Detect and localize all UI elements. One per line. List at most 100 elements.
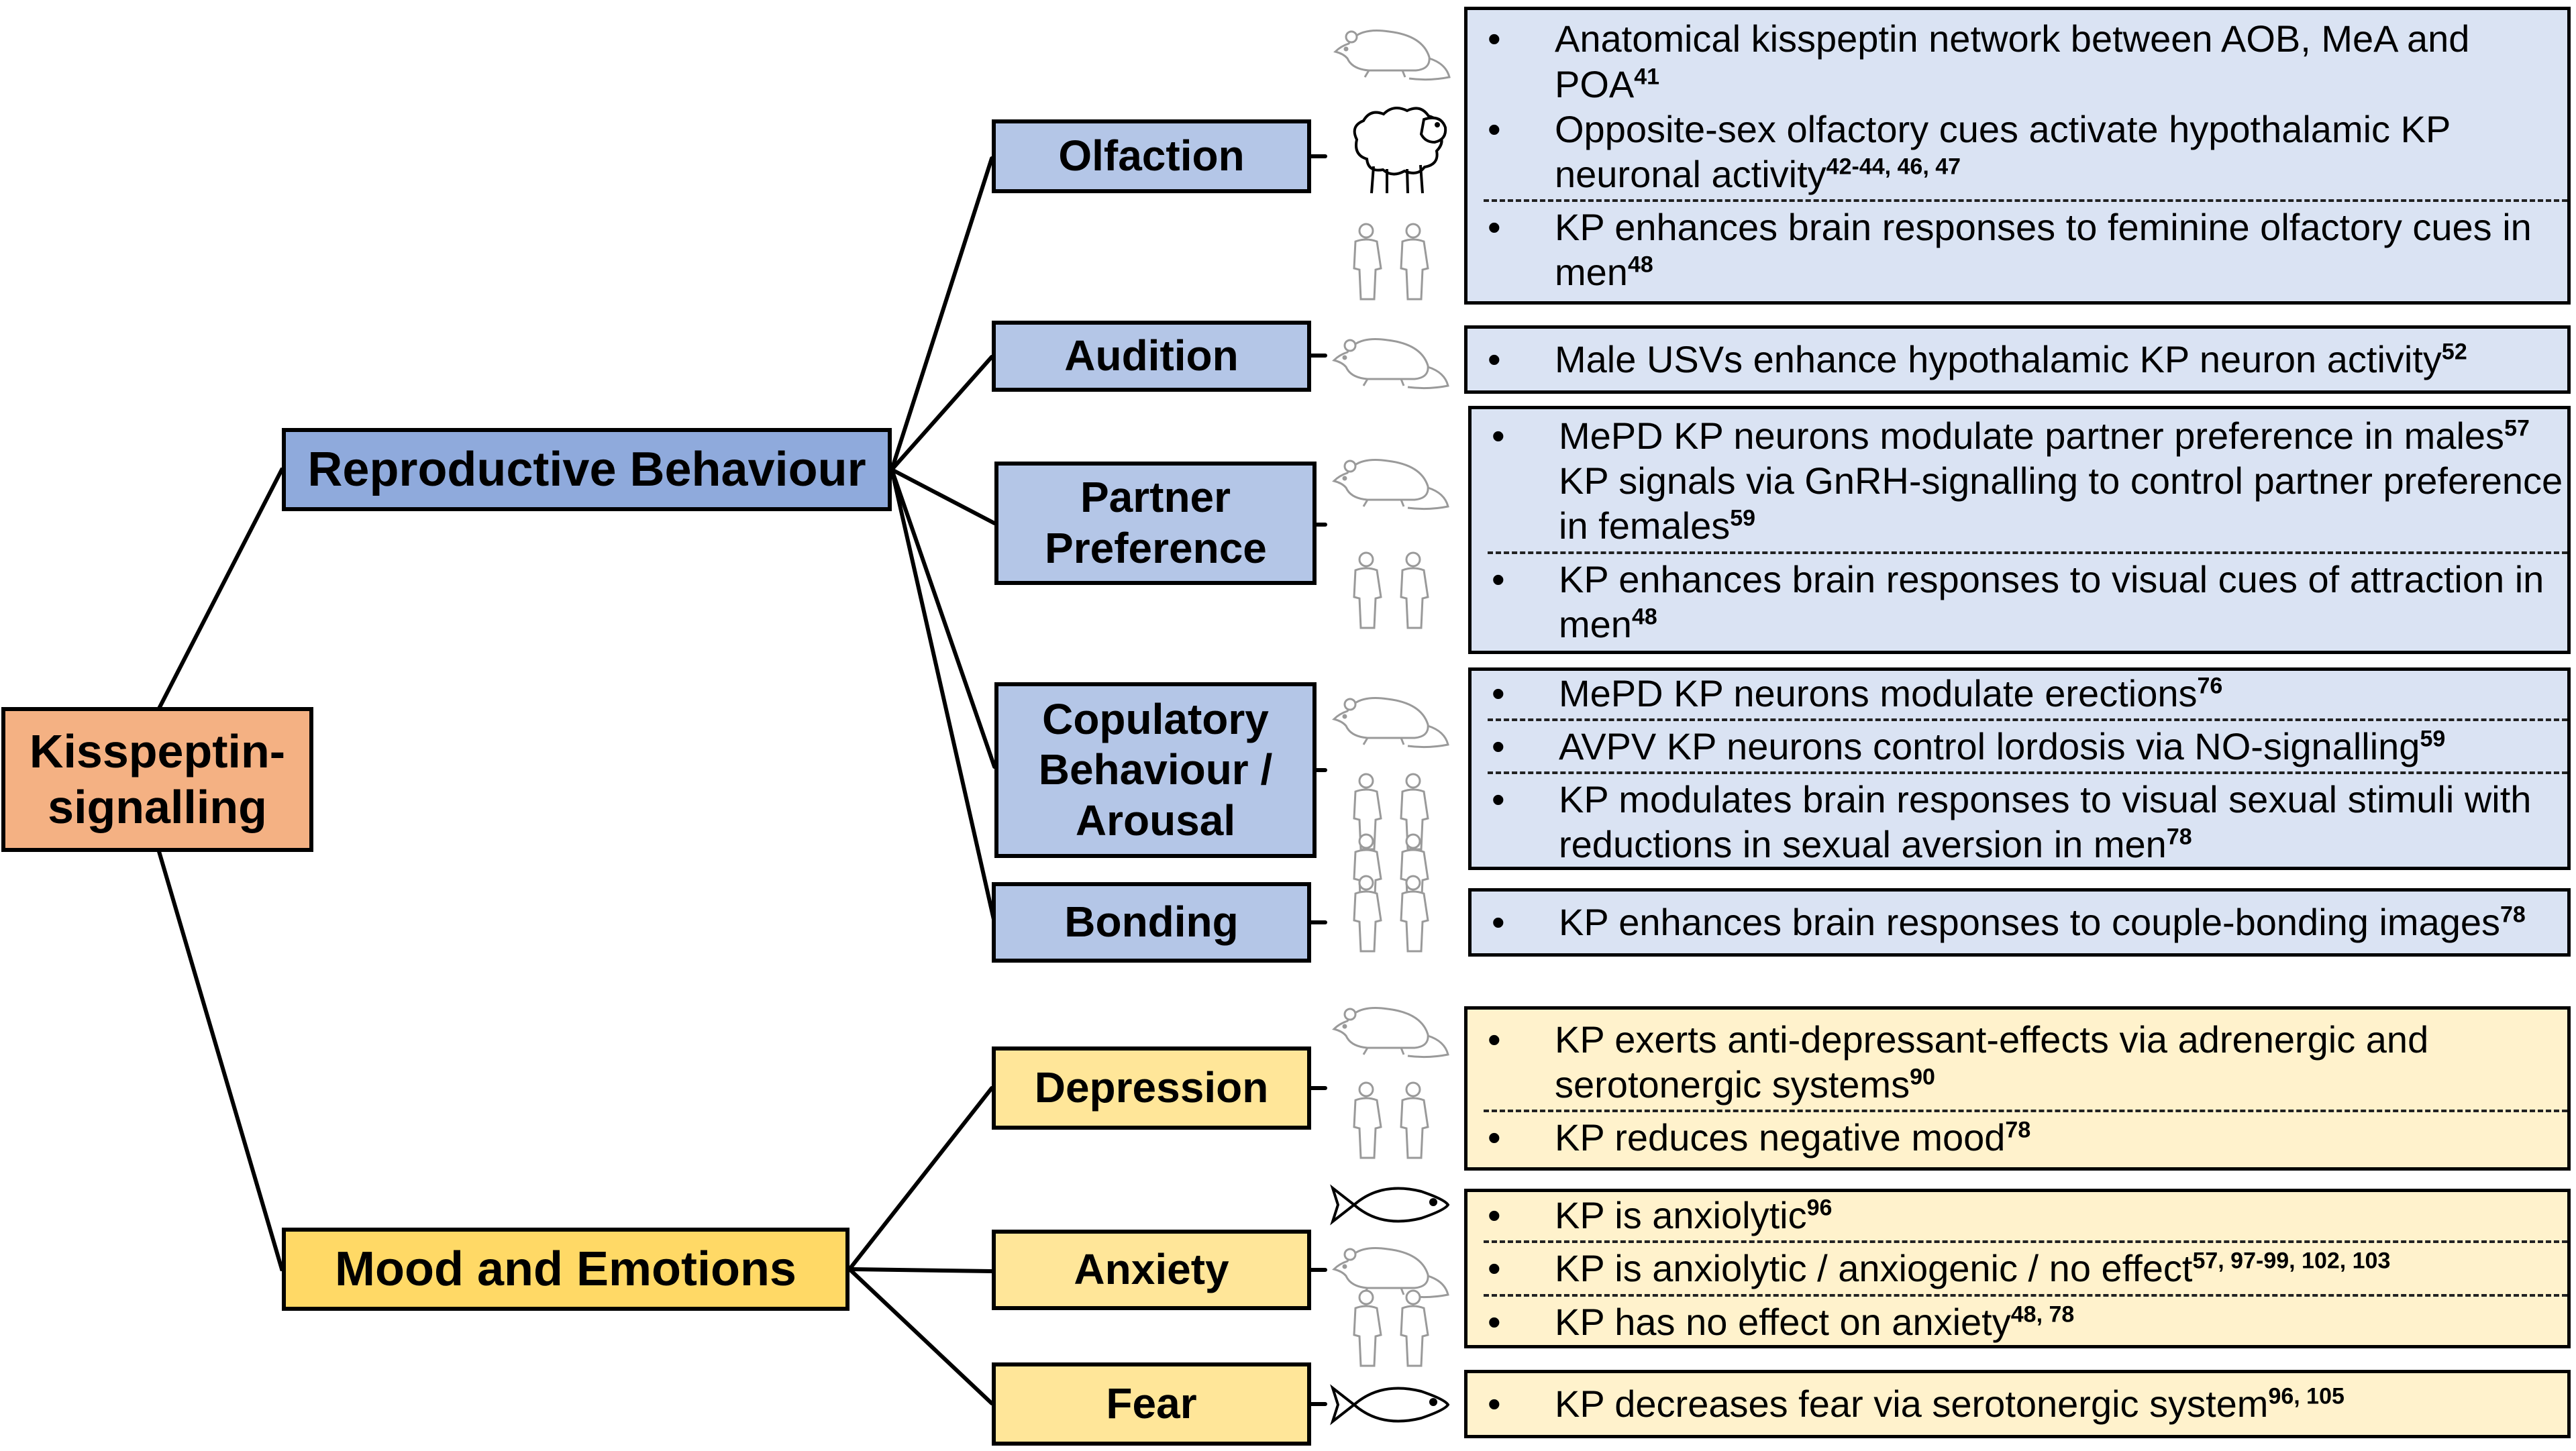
node-audition: Audition xyxy=(992,321,1311,392)
evidence-item: •KP enhances brain responses to feminine… xyxy=(1484,205,2567,294)
reference-number: 78 xyxy=(2005,1117,2031,1143)
evidence-item: • KP is anxiolytic96 xyxy=(1484,1193,2567,1238)
branch-reproductive-behaviour: Reproductive Behaviour xyxy=(282,428,892,511)
evidence-text: KP has no effect on anxiety48, 78 xyxy=(1555,1299,2567,1344)
node-label: Copulatory Behaviour / Arousal xyxy=(1038,694,1273,845)
evidence-item: • AVPV KP neurons control lordosis via NO… xyxy=(1488,724,2567,769)
node-label: Anxiety xyxy=(1074,1245,1229,1294)
rat-icon xyxy=(1327,446,1455,513)
bullet: • xyxy=(1492,724,1505,767)
link-anxiety xyxy=(847,1267,994,1273)
bullet: • xyxy=(1488,1194,1501,1237)
evidence-group: • KP is anxiolytic96 xyxy=(1484,1190,2567,1240)
rat-icon xyxy=(1327,684,1455,751)
rat-icon xyxy=(1329,17,1456,84)
evidence-group: •Male USVs enhance hypothalamic KP neuro… xyxy=(1484,334,2567,384)
evidence-item: •MePD KP neurons modulate partner prefer… xyxy=(1488,413,2567,458)
bullet: • xyxy=(1488,17,1501,60)
reference-number: 59 xyxy=(2420,726,2446,752)
link-root-mood xyxy=(156,847,287,1271)
reference-number: 41 xyxy=(1634,63,1660,89)
node-depression: Depression xyxy=(992,1046,1311,1130)
reference-number: 42-44, 46, 47 xyxy=(1826,154,1961,180)
evidence-statement: KP enhances brain responses to couple-bo… xyxy=(1559,901,2501,944)
evidence-text: KP reduces negative mood78 xyxy=(1555,1115,2567,1160)
link-root-reproductive xyxy=(156,468,287,712)
evidence-statement: Male USVs enhance hypothalamic KP neuron… xyxy=(1555,338,2442,381)
evidence-statement: KP exerts anti-depressant-effects via ad… xyxy=(1555,1018,2429,1106)
evidence-item: •Male USVs enhance hypothalamic KP neuro… xyxy=(1484,337,2567,382)
node-label: Olfaction xyxy=(1058,131,1245,180)
branch-label: Mood and Emotions xyxy=(335,1242,796,1296)
node-bonding: Bonding xyxy=(992,882,1311,963)
evidence-statement: MePD KP neurons modulate partner prefere… xyxy=(1559,415,2505,458)
human-icon xyxy=(1341,873,1441,954)
evidence-statement: KP enhances brain responses to feminine … xyxy=(1555,206,2532,294)
sheep-icon xyxy=(1337,99,1451,200)
evidence-text: KP is anxiolytic / anxiogenic / no effec… xyxy=(1555,1246,2567,1291)
evidence-statement: Anatomical kisspeptin network between AO… xyxy=(1555,17,2470,105)
node-label: Partner Preference xyxy=(1045,473,1267,572)
evidence-group: •KP has no effect on anxiety48, 78 xyxy=(1484,1293,2567,1347)
evidence-group: • KP enhances brain responses to visual c… xyxy=(1488,551,2567,649)
link-bonding xyxy=(890,468,996,924)
evidence-item: •KP has no effect on anxiety48, 78 xyxy=(1484,1299,2567,1344)
node-anxiety: Anxiety xyxy=(992,1230,1311,1310)
reference-number: 52 xyxy=(2441,339,2467,365)
evidence-statement: KP reduces negative mood xyxy=(1555,1116,2006,1159)
evidence-text: Anatomical kisspeptin network between AO… xyxy=(1555,16,2567,106)
bullet: • xyxy=(1488,1116,1501,1159)
evidence-group: • Anatomical kisspeptin network between A… xyxy=(1484,13,2567,199)
evidence-group: • KP is anxiolytic / anxiogenic / no effe… xyxy=(1484,1240,2567,1293)
evidence-group: • AVPV KP neurons control lordosis via NO… xyxy=(1488,718,2567,771)
evidence-text: KP is anxiolytic96 xyxy=(1555,1193,2567,1238)
bullet: • xyxy=(1492,557,1505,600)
bullet: • xyxy=(1488,1018,1501,1061)
evidence-item: •KP modulates brain responses to visual … xyxy=(1488,777,2567,867)
evidence-text: KP modulates brain responses to visual s… xyxy=(1559,777,2567,867)
evidence-text: KP enhances brain responses to feminine … xyxy=(1555,205,2567,294)
evidence-group: • KP exerts anti-depressant-effects via a… xyxy=(1484,1014,2567,1110)
bullet: • xyxy=(1488,107,1501,150)
evidence-text: AVPV KP neurons control lordosis via NO-… xyxy=(1559,724,2567,769)
node-partner-preference: Partner Preference xyxy=(994,462,1317,585)
evidence-text: KP exerts anti-depressant-effects via ad… xyxy=(1555,1017,2567,1107)
evidence-text: KP decreases fear via serotonergic syste… xyxy=(1555,1381,2567,1426)
evidence-text: KP enhances brain responses to visual cu… xyxy=(1559,557,2567,647)
bullet: • xyxy=(1488,1383,1501,1426)
node-label: Depression xyxy=(1034,1063,1269,1112)
evidence-statement: KP enhances brain responses to visual cu… xyxy=(1559,557,2544,645)
human-icon xyxy=(1341,1080,1441,1161)
evidence-item: • KP reduces negative mood78 xyxy=(1484,1115,2567,1160)
reference-number: 48 xyxy=(1627,252,1653,278)
link-audition xyxy=(890,355,994,472)
evidence-statement: AVPV KP neurons control lordosis via NO-… xyxy=(1559,724,2420,767)
evidence-text: MePD KP neurons modulate partner prefere… xyxy=(1559,413,2567,458)
human-icon xyxy=(1341,221,1441,302)
evidence-item: KP signals via GnRH-signalling to contro… xyxy=(1488,458,2567,548)
panel-bonding: •KP enhances brain responses to couple-b… xyxy=(1468,888,2571,957)
evidence-group: •KP modulates brain responses to visual … xyxy=(1488,771,2567,869)
panel-olfaction: • Anatomical kisspeptin network between A… xyxy=(1464,7,2571,305)
root-label: Kisspeptin-signalling xyxy=(29,725,286,833)
reference-number: 78 xyxy=(2166,824,2192,850)
panel-fear: • KP decreases fear via serotonergic syst… xyxy=(1464,1370,2571,1438)
node-fear: Fear xyxy=(992,1362,1311,1446)
fish-icon xyxy=(1327,1178,1455,1232)
bullet: • xyxy=(1488,1247,1501,1290)
evidence-text: KP signals via GnRH-signalling to contro… xyxy=(1559,458,2567,548)
link-partner-preference xyxy=(890,468,996,525)
node-label: Bonding xyxy=(1064,898,1239,947)
panel-anxiety: • KP is anxiolytic96 • KP is anxiolytic / a… xyxy=(1464,1189,2571,1348)
evidence-item: • KP enhances brain responses to visual c… xyxy=(1488,557,2567,647)
evidence-statement: KP has no effect on anxiety xyxy=(1555,1300,2011,1343)
reference-number: 59 xyxy=(1730,505,1756,531)
link-olfaction xyxy=(890,156,994,472)
evidence-group: • KP reduces negative mood78 xyxy=(1484,1110,2567,1163)
evidence-group: •KP enhances brain responses to feminine… xyxy=(1484,199,2567,297)
evidence-item: • KP exerts anti-depressant-effects via a… xyxy=(1484,1017,2567,1107)
node-copulatory-behaviour: Copulatory Behaviour / Arousal xyxy=(994,682,1317,858)
link-fear xyxy=(847,1267,994,1405)
link-copulatory xyxy=(890,468,996,769)
